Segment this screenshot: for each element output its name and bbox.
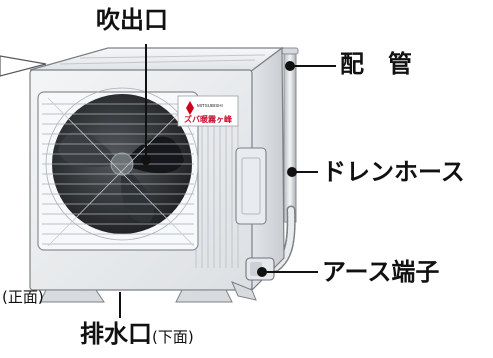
brand-plate: MITSUBISHI ズバ暖霧ヶ峰 <box>177 95 239 127</box>
cutoff-label-pointer <box>0 55 47 77</box>
drain-hose <box>270 205 296 273</box>
valve-cover <box>235 147 267 225</box>
label-ground-terminal: アース端子 <box>322 258 440 286</box>
label-drain-port: 排水口(下面) <box>80 322 194 346</box>
label-drain-hose: ドレンホース <box>322 158 465 186</box>
label-piping: 配 管 <box>340 50 412 78</box>
unit-legs <box>39 281 257 303</box>
grille-wires <box>42 87 199 247</box>
label-drain-port-sub: (下面) <box>152 328 194 346</box>
brand-logo-text: MITSUBISHI <box>197 103 223 108</box>
label-drain-port-main: 排水口 <box>80 320 152 348</box>
front-louvers <box>195 126 239 268</box>
product-mark: ズバ暖霧ヶ峰 <box>184 114 232 124</box>
leader-lines <box>119 44 336 318</box>
label-front-view: (正面) <box>2 288 44 306</box>
label-outlet: 吹出口 <box>96 6 168 34</box>
piping <box>281 47 299 223</box>
logo-diamonds-icon <box>186 101 194 115</box>
